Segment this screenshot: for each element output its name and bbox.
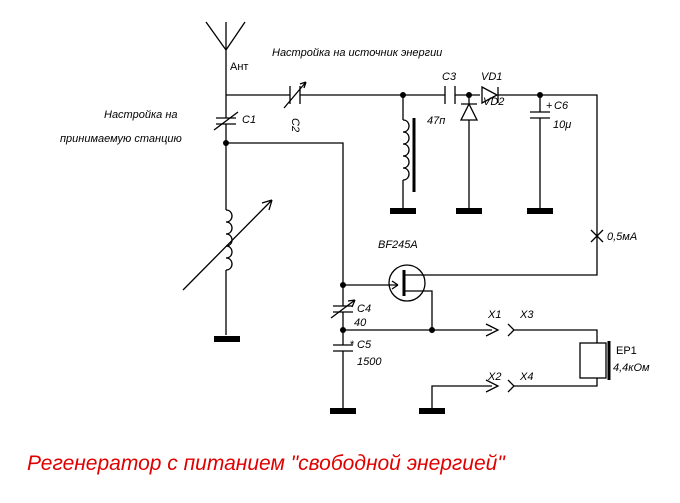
inductor-variable bbox=[182, 199, 273, 335]
diode-vd2 bbox=[459, 95, 479, 208]
transistor-bf245a bbox=[343, 264, 433, 330]
wire-node-to-gate bbox=[226, 142, 344, 285]
antenna-symbol bbox=[205, 21, 246, 95]
junction-source bbox=[340, 327, 346, 333]
ground-left bbox=[214, 336, 240, 342]
ground-vd2 bbox=[456, 208, 482, 214]
vd2-label: VD2 bbox=[483, 96, 504, 108]
x3-label: X3 bbox=[519, 309, 534, 321]
diode-vd1 bbox=[481, 85, 499, 105]
wire-supply bbox=[422, 94, 598, 276]
c6-label: C6 bbox=[554, 100, 569, 112]
c5-label: C5 bbox=[357, 339, 372, 351]
ground-x2 bbox=[419, 408, 445, 414]
transistor-label: BF245A bbox=[378, 239, 418, 251]
ep1-label: EP1 bbox=[616, 345, 637, 357]
capacitor-c5 bbox=[333, 344, 353, 408]
c3-value: 47п bbox=[427, 115, 445, 127]
c2-label: C2 bbox=[289, 118, 301, 132]
connector-x2-x4 bbox=[431, 378, 598, 408]
c5-value: 1500 bbox=[357, 356, 382, 368]
x4-label: X4 bbox=[519, 371, 533, 383]
c4-label: C4 bbox=[357, 303, 371, 315]
x2-label: X2 bbox=[487, 371, 501, 383]
ground-c6 bbox=[527, 208, 553, 214]
c6-plus: + bbox=[546, 100, 552, 112]
capacitor-c3 bbox=[444, 86, 456, 104]
tune-source-label: Настройка на источник энергии bbox=[272, 47, 442, 59]
c6-value: 10μ bbox=[553, 119, 571, 131]
diagram-title: Регенератор с питанием "свободной энерги… bbox=[27, 452, 506, 475]
junction-drain bbox=[429, 327, 435, 333]
ep1-value: 4,4кОм bbox=[613, 362, 650, 374]
connector-x1-x3 bbox=[485, 323, 598, 343]
junction-c1 bbox=[223, 140, 229, 146]
c3-label: C3 bbox=[442, 71, 457, 83]
capacitor-c6 bbox=[530, 95, 550, 208]
inductor-core bbox=[402, 118, 416, 208]
current-measure-point bbox=[590, 229, 604, 243]
current-label: 0,5мА bbox=[607, 231, 637, 243]
capacitor-c2 bbox=[283, 81, 307, 109]
capacitor-c4 bbox=[330, 285, 356, 345]
c1-label: C1 bbox=[242, 114, 256, 126]
junction-coil bbox=[400, 92, 406, 98]
vd1-label: VD1 bbox=[481, 71, 502, 83]
antenna-label: Ант bbox=[230, 61, 248, 73]
c4-value: 40 bbox=[354, 317, 367, 329]
ground-coil bbox=[390, 208, 416, 214]
tune-station-label-1: Настройка на bbox=[104, 109, 178, 121]
x1-label: X1 bbox=[487, 309, 501, 321]
tune-station-label-2: принимаемую станцию bbox=[60, 133, 182, 145]
ground-c5 bbox=[330, 408, 356, 414]
earphone-ep1 bbox=[579, 341, 611, 380]
